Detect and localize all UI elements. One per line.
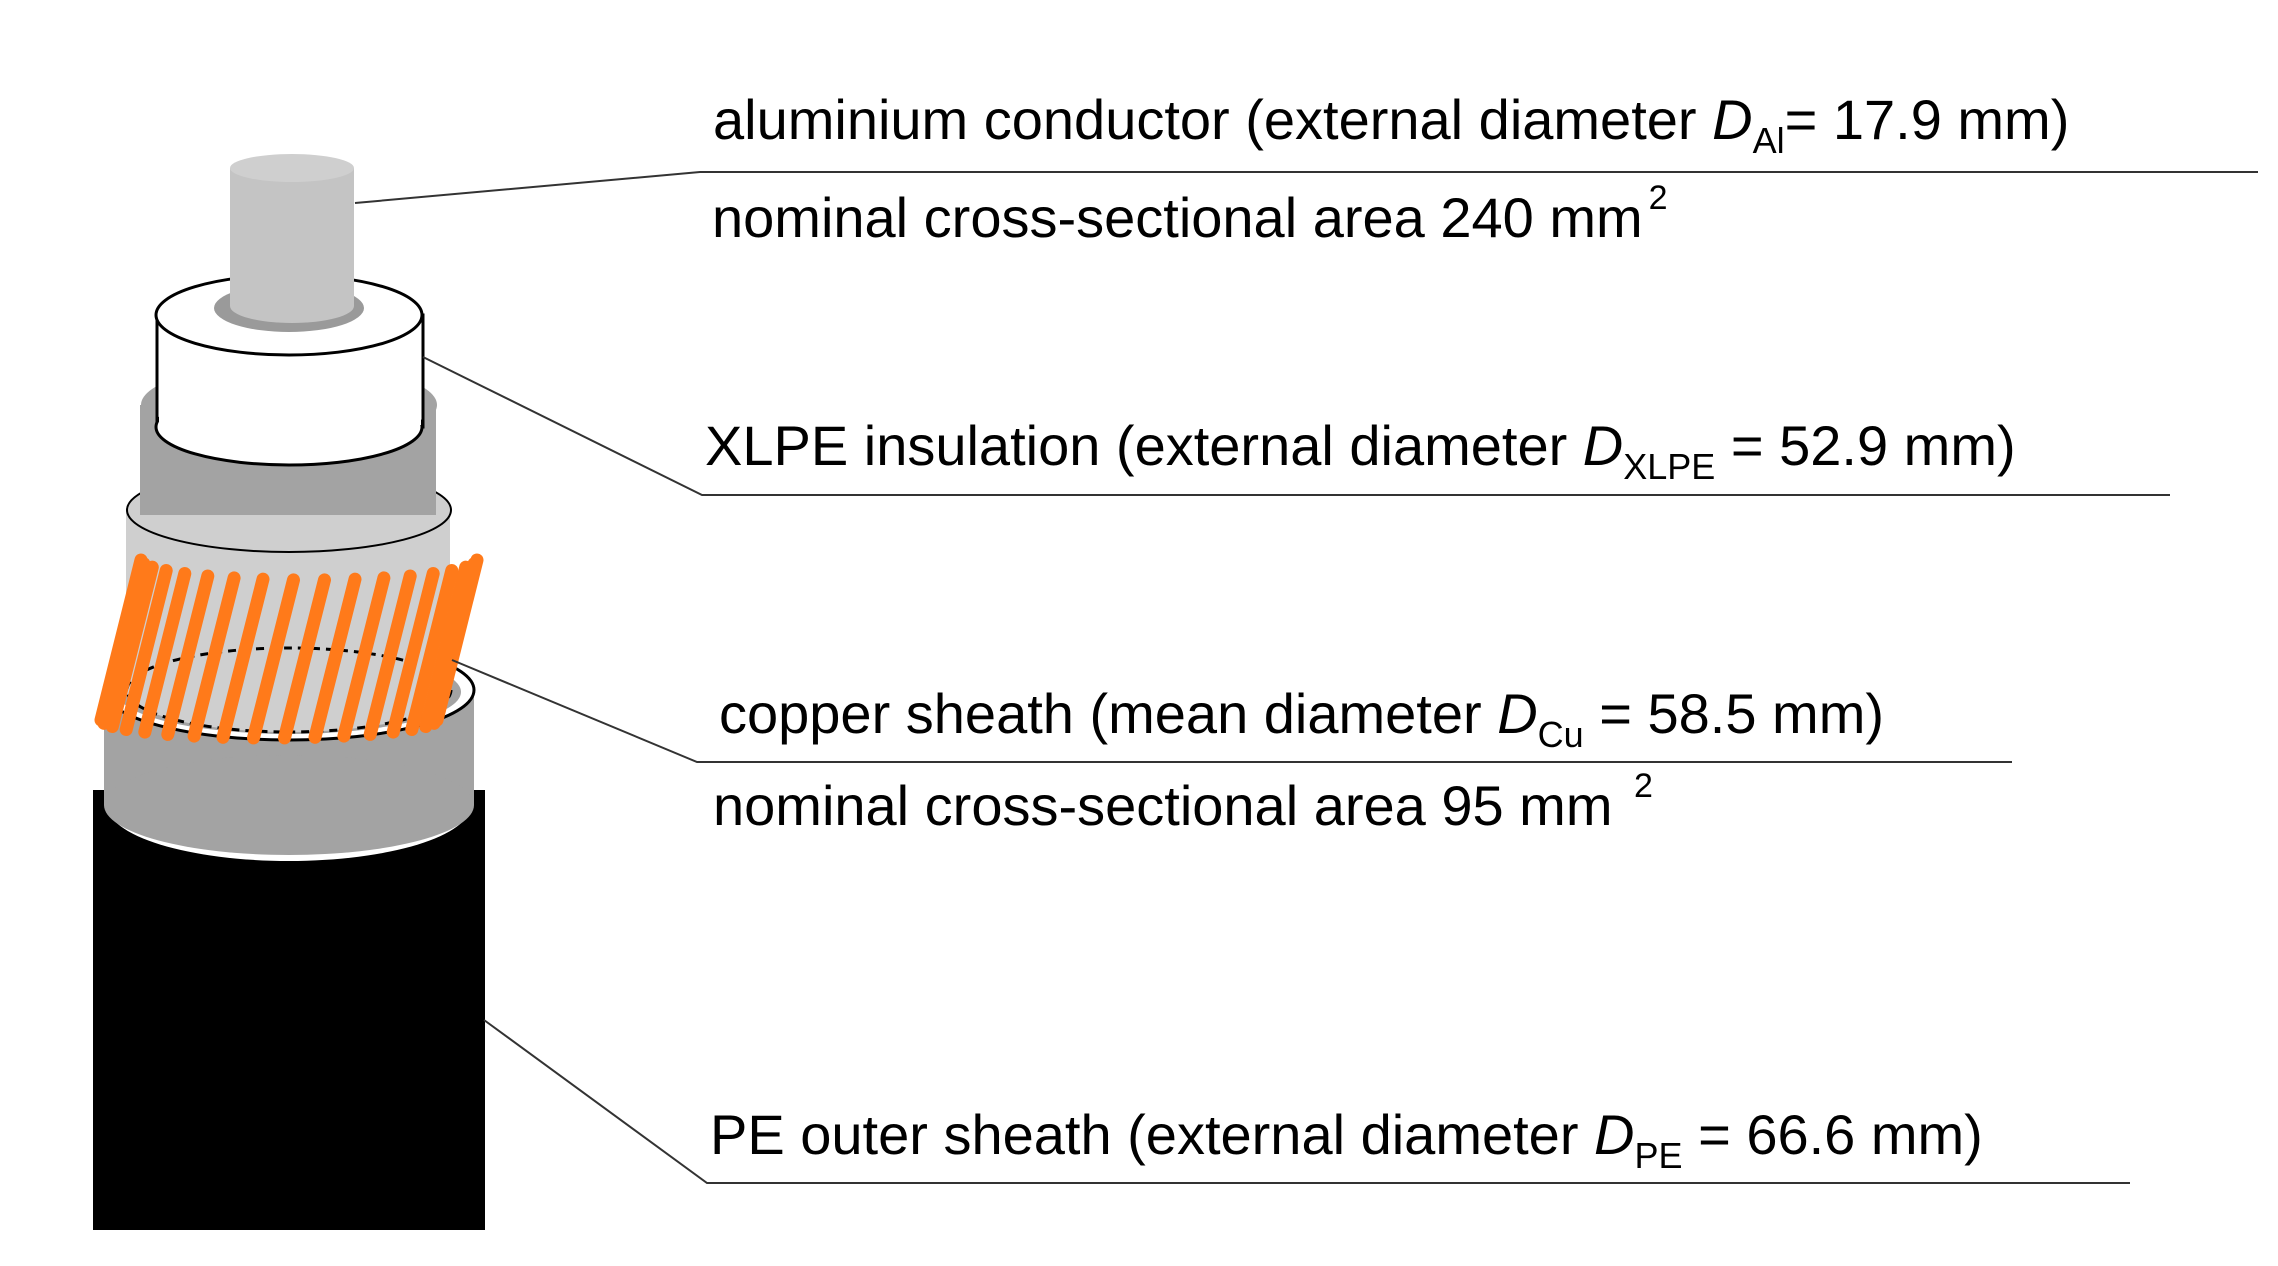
copper-wire <box>337 571 391 743</box>
copper-wire <box>430 553 484 727</box>
copper-wire <box>247 573 300 745</box>
insulation-label: XLPE insulation (external diameter DXLPE… <box>705 414 2016 487</box>
copper-wire <box>105 560 159 733</box>
copper-wires <box>94 553 484 745</box>
copper-wire <box>419 560 473 733</box>
conductor-label: aluminium conductor (external diameter D… <box>713 88 2070 161</box>
copper-wire <box>119 564 173 736</box>
copper-wire <box>308 572 362 744</box>
copper-wire <box>278 573 331 745</box>
copper-wire <box>363 569 417 741</box>
leader-lines <box>354 171 2258 1184</box>
copper-wire <box>138 567 192 739</box>
leader-line-conductor <box>354 171 2258 204</box>
copper-wire <box>405 564 459 736</box>
copper-wire <box>216 572 270 744</box>
copper-wire <box>97 557 151 730</box>
copper-wire <box>187 571 241 743</box>
leader-line-insulation <box>422 356 2170 496</box>
leader-line-outer-sheath <box>483 1019 2130 1184</box>
copper-wire <box>386 567 440 739</box>
copper-area-label: nominal cross-sectional area 95 mm 2 <box>713 767 1653 837</box>
copper-wire <box>161 569 215 741</box>
aluminium-conductor <box>230 154 354 323</box>
outer-sheath-label: PE outer sheath (external diameter DPE =… <box>710 1103 1983 1176</box>
copper-sheath-label: copper sheath (mean diameter DCu = 58.5 … <box>719 682 1885 755</box>
leader-line-copper <box>451 659 2012 763</box>
